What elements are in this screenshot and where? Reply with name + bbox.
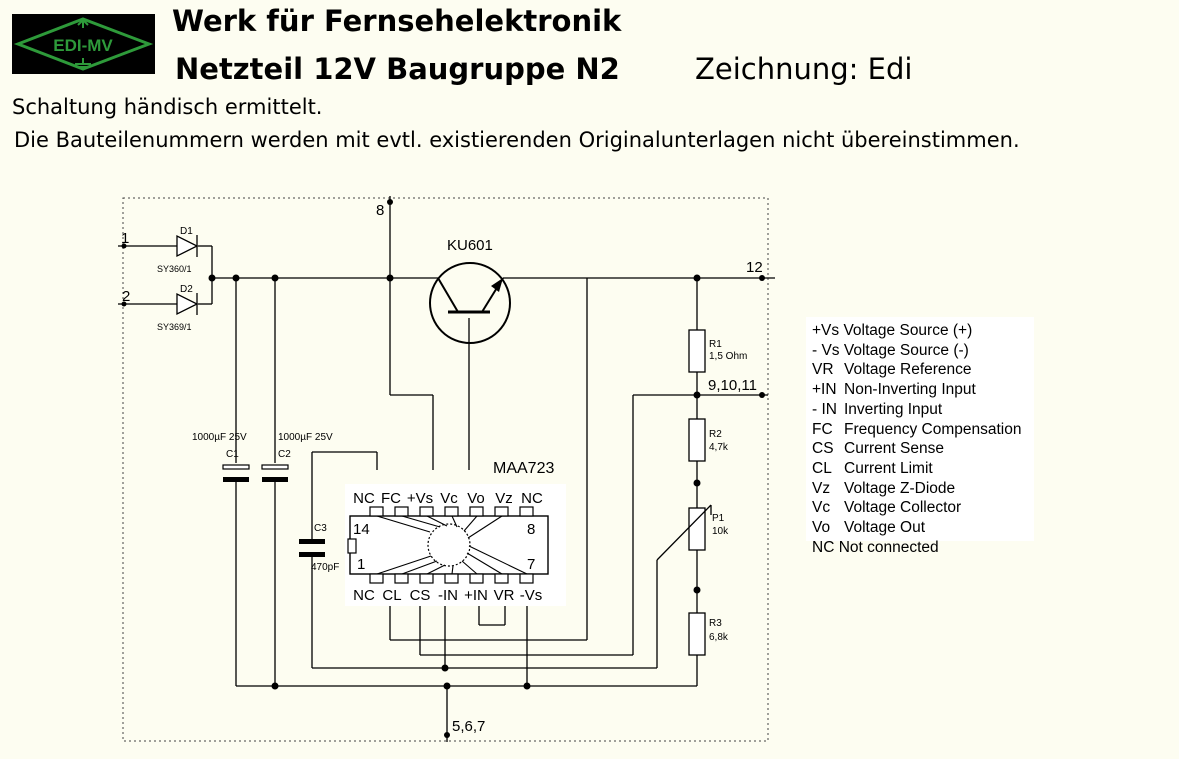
capacitor-c3 [299, 539, 325, 557]
ic-bottom-label: -IN [438, 587, 458, 604]
p1-value: 10k [712, 526, 729, 537]
d1-ref: D1 [180, 226, 193, 237]
ic-top-label: FC [381, 490, 401, 507]
potentiometer-p1 [656, 504, 712, 561]
c2-ref: C2 [278, 449, 291, 460]
edi-mv-logo: EDI-MV [12, 14, 155, 74]
wires [118, 196, 775, 742]
note-line-1: Schaltung händisch ermittelt. [12, 95, 323, 119]
c1-value: 1000µF 25V [192, 432, 247, 443]
r1-ref: R1 [709, 339, 722, 350]
ic-top-label: +Vs [407, 490, 433, 507]
ic-top-label: Vc [440, 490, 458, 507]
ic-top-label: Vz [495, 490, 513, 507]
c1-ref: C1 [226, 449, 239, 460]
ic-maa723 [345, 484, 566, 606]
ic-pin-14-label: 14 [353, 521, 370, 538]
ic-pin-1-label: 1 [357, 556, 365, 573]
ic-top-label: NC [521, 490, 543, 507]
ic-pin-7-label: 7 [527, 556, 535, 573]
pin-9-10-11-label: 9,10,11 [708, 377, 757, 394]
legend-row: - Vs Voltage Source (-) [812, 341, 969, 359]
pin-8-label: 8 [376, 202, 384, 219]
resistor-r1 [688, 329, 706, 373]
ic-bottom-label: CS [410, 587, 431, 604]
drawing-author: Zeichnung: Edi [695, 52, 913, 86]
d1-type: SY360/1 [157, 264, 192, 274]
transistor-ku601 [429, 262, 511, 344]
junction-dots [121, 199, 765, 738]
c3-value: 470pF [311, 562, 339, 573]
ic-bottom-label: +IN [464, 587, 488, 604]
ic-bottom-label: CL [382, 587, 401, 604]
ic-top-label: NC [353, 490, 375, 507]
capacitor-c2 [261, 464, 289, 482]
note-line-2: Die Bauteilenummern werden mit evtl. exi… [14, 128, 1020, 152]
pin-2-label: 2 [122, 288, 130, 305]
r3-ref: R3 [709, 618, 722, 629]
ic-bottom-label: VR [494, 587, 515, 604]
ic-bottom-label: -Vs [520, 587, 543, 604]
legend-row: NC Not connected [812, 538, 939, 556]
r2-ref: R2 [709, 429, 722, 440]
d2-ref: D2 [180, 284, 193, 295]
diode-d1 [176, 234, 199, 258]
d2-type: SY369/1 [157, 322, 192, 332]
resistor-r2 [688, 418, 706, 462]
ic-pin-8-label: 8 [527, 521, 535, 538]
c2-value: 1000µF 25V [278, 432, 333, 443]
transistor-label: KU601 [447, 237, 493, 254]
header-title: Werk für Fernsehelektronik [172, 4, 622, 38]
p1-ref: P1 [712, 513, 725, 524]
r2-value: 4,7k [709, 442, 729, 453]
ic-bottom-label: NC [353, 587, 375, 604]
module-border [122, 197, 769, 742]
r3-value: 6,8k [709, 632, 729, 643]
pin-5-6-7-label: 5,6,7 [452, 718, 485, 735]
header-subtitle: Netzteil 12V Baugruppe N2 [175, 52, 620, 86]
c3-ref: C3 [314, 523, 327, 534]
pin-legend: +Vs Voltage Source (+) - Vs Voltage Sour… [806, 317, 1034, 556]
legend-row: +Vs Voltage Source (+) [812, 322, 973, 339]
logo-text: EDI-MV [53, 36, 113, 55]
ic-name-label: MAA723 [493, 460, 554, 477]
diode-d2 [176, 292, 199, 316]
capacitor-c1 [222, 464, 250, 482]
r1-value: 1,5 Ohm [709, 351, 747, 362]
pin-1-label: 1 [121, 230, 129, 247]
resistor-r3 [688, 612, 706, 656]
ic-top-label: Vo [467, 490, 485, 507]
pin-12-label: 12 [746, 259, 763, 276]
